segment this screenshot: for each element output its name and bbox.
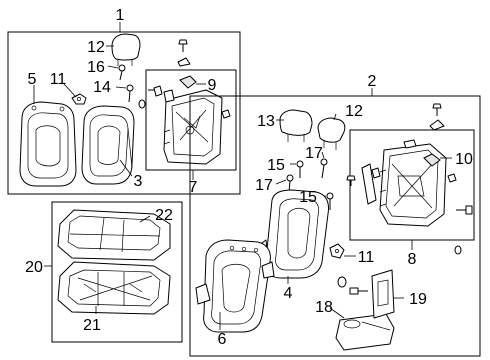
washer-icon-right bbox=[454, 245, 462, 255]
bolt-part-17-upper bbox=[320, 158, 328, 179]
callout-4: 4 bbox=[284, 285, 293, 302]
leader-17-lower bbox=[275, 179, 287, 185]
button-part-10 bbox=[423, 153, 441, 167]
leader-17-upper bbox=[321, 151, 325, 159]
armrest-part-18 bbox=[335, 313, 395, 351]
callout-19: 19 bbox=[409, 291, 427, 308]
headrest-part-13 bbox=[279, 109, 313, 142]
clip-icon-top bbox=[177, 57, 191, 67]
seat-cushion-part-22 bbox=[57, 209, 171, 261]
seat-frame-part-7 bbox=[163, 89, 223, 165]
seat-frame-part-8 bbox=[379, 143, 447, 227]
callout-15-upper: 15 bbox=[267, 157, 285, 174]
callout-12-right: 12 bbox=[345, 103, 363, 120]
callout-20: 20 bbox=[25, 259, 43, 276]
callout-3: 3 bbox=[134, 173, 143, 190]
cushion-frame-part-21 bbox=[57, 261, 171, 315]
leader-14 bbox=[115, 86, 127, 89]
button-part-9 bbox=[179, 75, 197, 89]
bolt-icon-topright bbox=[432, 103, 442, 116]
callout-11-right: 11 bbox=[358, 249, 375, 266]
callout-16: 16 bbox=[87, 59, 105, 76]
callout-12-left: 12 bbox=[87, 39, 105, 56]
callout-14: 14 bbox=[93, 79, 111, 96]
clip-icon-frame-right bbox=[221, 109, 231, 119]
headrest-part-12-left bbox=[111, 33, 141, 66]
group-2-box bbox=[189, 88, 481, 357]
clip-icon-frame8 bbox=[403, 139, 417, 149]
callout-2: 2 bbox=[368, 73, 377, 90]
seat-back-middle-part-3 bbox=[81, 105, 135, 185]
callout-22: 22 bbox=[155, 207, 173, 224]
bolt-icon-top bbox=[178, 39, 188, 52]
callout-9: 9 bbox=[208, 77, 217, 94]
screw-part-14 bbox=[126, 84, 134, 103]
bolt-part-15-upper bbox=[296, 160, 304, 178]
headrest-part-12-right bbox=[317, 117, 346, 150]
callout-17-upper: 17 bbox=[305, 145, 323, 162]
leader-11-left bbox=[63, 83, 77, 98]
subgroup-7-box bbox=[145, 69, 237, 180]
screw-icon-mid bbox=[346, 175, 356, 186]
leader-16 bbox=[107, 65, 119, 69]
group-20-box bbox=[44, 201, 183, 343]
callout-10: 10 bbox=[455, 151, 473, 168]
latch-part-11-right bbox=[329, 243, 345, 259]
callout-6: 6 bbox=[218, 331, 227, 348]
callout-17-lower: 17 bbox=[255, 177, 273, 194]
bolt-part-16 bbox=[118, 64, 126, 81]
leader-3 bbox=[119, 159, 133, 177]
subgroup-8-box bbox=[349, 129, 475, 250]
callout-8: 8 bbox=[408, 251, 417, 268]
leader-12-right bbox=[333, 113, 337, 121]
group-1-box bbox=[7, 22, 241, 195]
bolt-part-17-lower bbox=[286, 174, 294, 193]
callout-21: 21 bbox=[83, 317, 101, 334]
seat-back-lower-part-6 bbox=[195, 239, 275, 333]
hinge-bracket-left bbox=[148, 85, 175, 103]
panel-part-19 bbox=[371, 269, 395, 319]
small-clip-icon-right bbox=[447, 173, 457, 183]
bolt-icon-lower bbox=[349, 287, 368, 295]
leader-22 bbox=[139, 215, 151, 223]
hinge-bracket-right bbox=[361, 163, 381, 205]
callout-5: 5 bbox=[28, 71, 37, 88]
callout-11-left: 11 bbox=[50, 71, 67, 88]
bolt-part-15-lower bbox=[326, 192, 334, 210]
callout-13: 13 bbox=[257, 113, 275, 130]
callout-15-lower: 15 bbox=[299, 189, 317, 206]
callout-7: 7 bbox=[189, 179, 198, 196]
seat-back-left-part-5 bbox=[19, 101, 77, 187]
callout-18: 18 bbox=[315, 299, 333, 316]
round-clip-icon bbox=[138, 99, 146, 109]
leader-18 bbox=[329, 307, 345, 319]
callout-1: 1 bbox=[116, 7, 125, 24]
clip-icon-topright bbox=[429, 119, 445, 131]
bolt-icon-right bbox=[456, 205, 473, 215]
plug-icon bbox=[337, 276, 347, 288]
